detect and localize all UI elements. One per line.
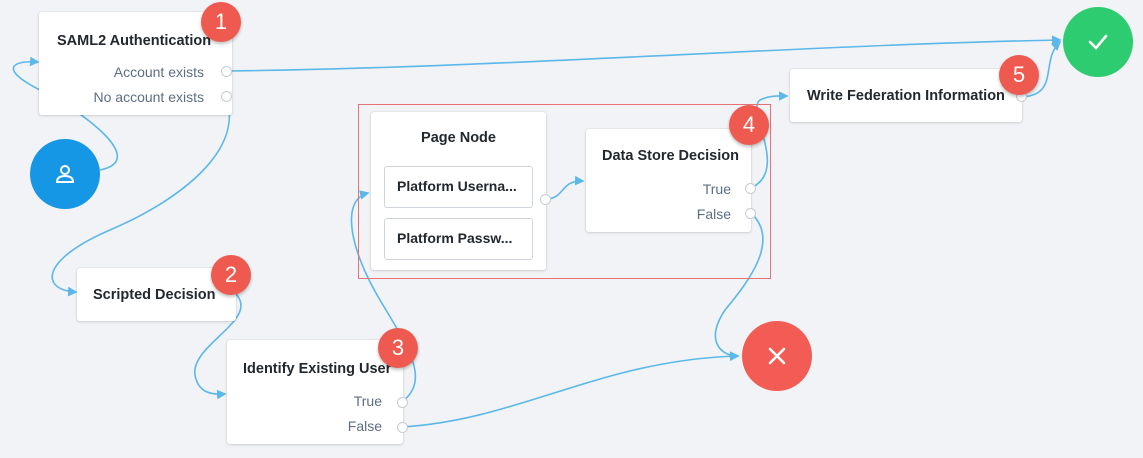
child-platform-username[interactable]: Platform Userna... [384, 166, 533, 208]
x-icon [768, 347, 786, 365]
wire-datastore-true-to-writefed [750, 91, 789, 189]
wire-saml-account-exists-to-success [225, 35, 1062, 72]
node-saml2-authentication[interactable]: SAML2 Authentication Account exists No a… [39, 12, 232, 115]
node-page-node[interactable]: Page Node Platform Userna... Platform Pa… [371, 112, 551, 270]
outcome-false: False [347, 418, 382, 434]
port-account-exists[interactable] [221, 66, 232, 77]
step-badge-4: 4 [729, 105, 769, 145]
wire-identify-false-to-failure [401, 351, 740, 428]
step-badge-2: 2 [211, 255, 251, 295]
node-title: Data Store Decision [602, 148, 739, 164]
child-platform-password[interactable]: Platform Passw... [384, 218, 533, 260]
port-false[interactable] [397, 422, 408, 433]
outcome-true: True [702, 181, 731, 197]
port-false[interactable] [745, 208, 756, 219]
failure-node[interactable] [742, 321, 812, 391]
wire-identify-true-to-page [350, 190, 417, 403]
node-title: Page Node [421, 130, 496, 146]
node-title: SAML2 Authentication [57, 33, 212, 49]
node-title: Identify Existing User [243, 361, 392, 377]
node-data-store-decision[interactable]: Data Store Decision True False [586, 129, 756, 232]
wire-datastore-false-to-failure [714, 212, 764, 361]
step-badge-3: 3 [378, 328, 418, 368]
node-title: Write Federation Information [807, 88, 1005, 104]
port-true[interactable] [397, 397, 408, 408]
outcome-account-exists: Account exists [113, 64, 204, 80]
wire-writefed-to-success [1021, 40, 1062, 98]
port-true[interactable] [745, 183, 756, 194]
step-badge-1: 1 [201, 2, 241, 42]
port-no-account-exists[interactable] [221, 91, 232, 102]
node-write-federation-information[interactable]: Write Federation Information [790, 69, 1027, 122]
node-scripted-decision[interactable]: Scripted Decision [77, 268, 236, 321]
success-node[interactable] [1063, 7, 1133, 77]
user-icon [55, 165, 75, 183]
step-badge-5: 5 [999, 55, 1039, 95]
node-identify-existing-user[interactable]: Identify Existing User True False [227, 340, 408, 444]
outcome-true: True [353, 393, 382, 409]
selection-box [358, 104, 771, 279]
outcome-false: False [696, 206, 731, 222]
start-node[interactable] [30, 139, 100, 209]
check-icon [1088, 34, 1108, 50]
node-title: Scripted Decision [93, 287, 216, 303]
port-outcome[interactable] [540, 194, 551, 205]
wire-scripted-to-identify [194, 293, 242, 400]
outcome-no-account-exists: No account exists [93, 89, 205, 105]
wire-saml-no-account-to-scripted [51, 96, 231, 297]
